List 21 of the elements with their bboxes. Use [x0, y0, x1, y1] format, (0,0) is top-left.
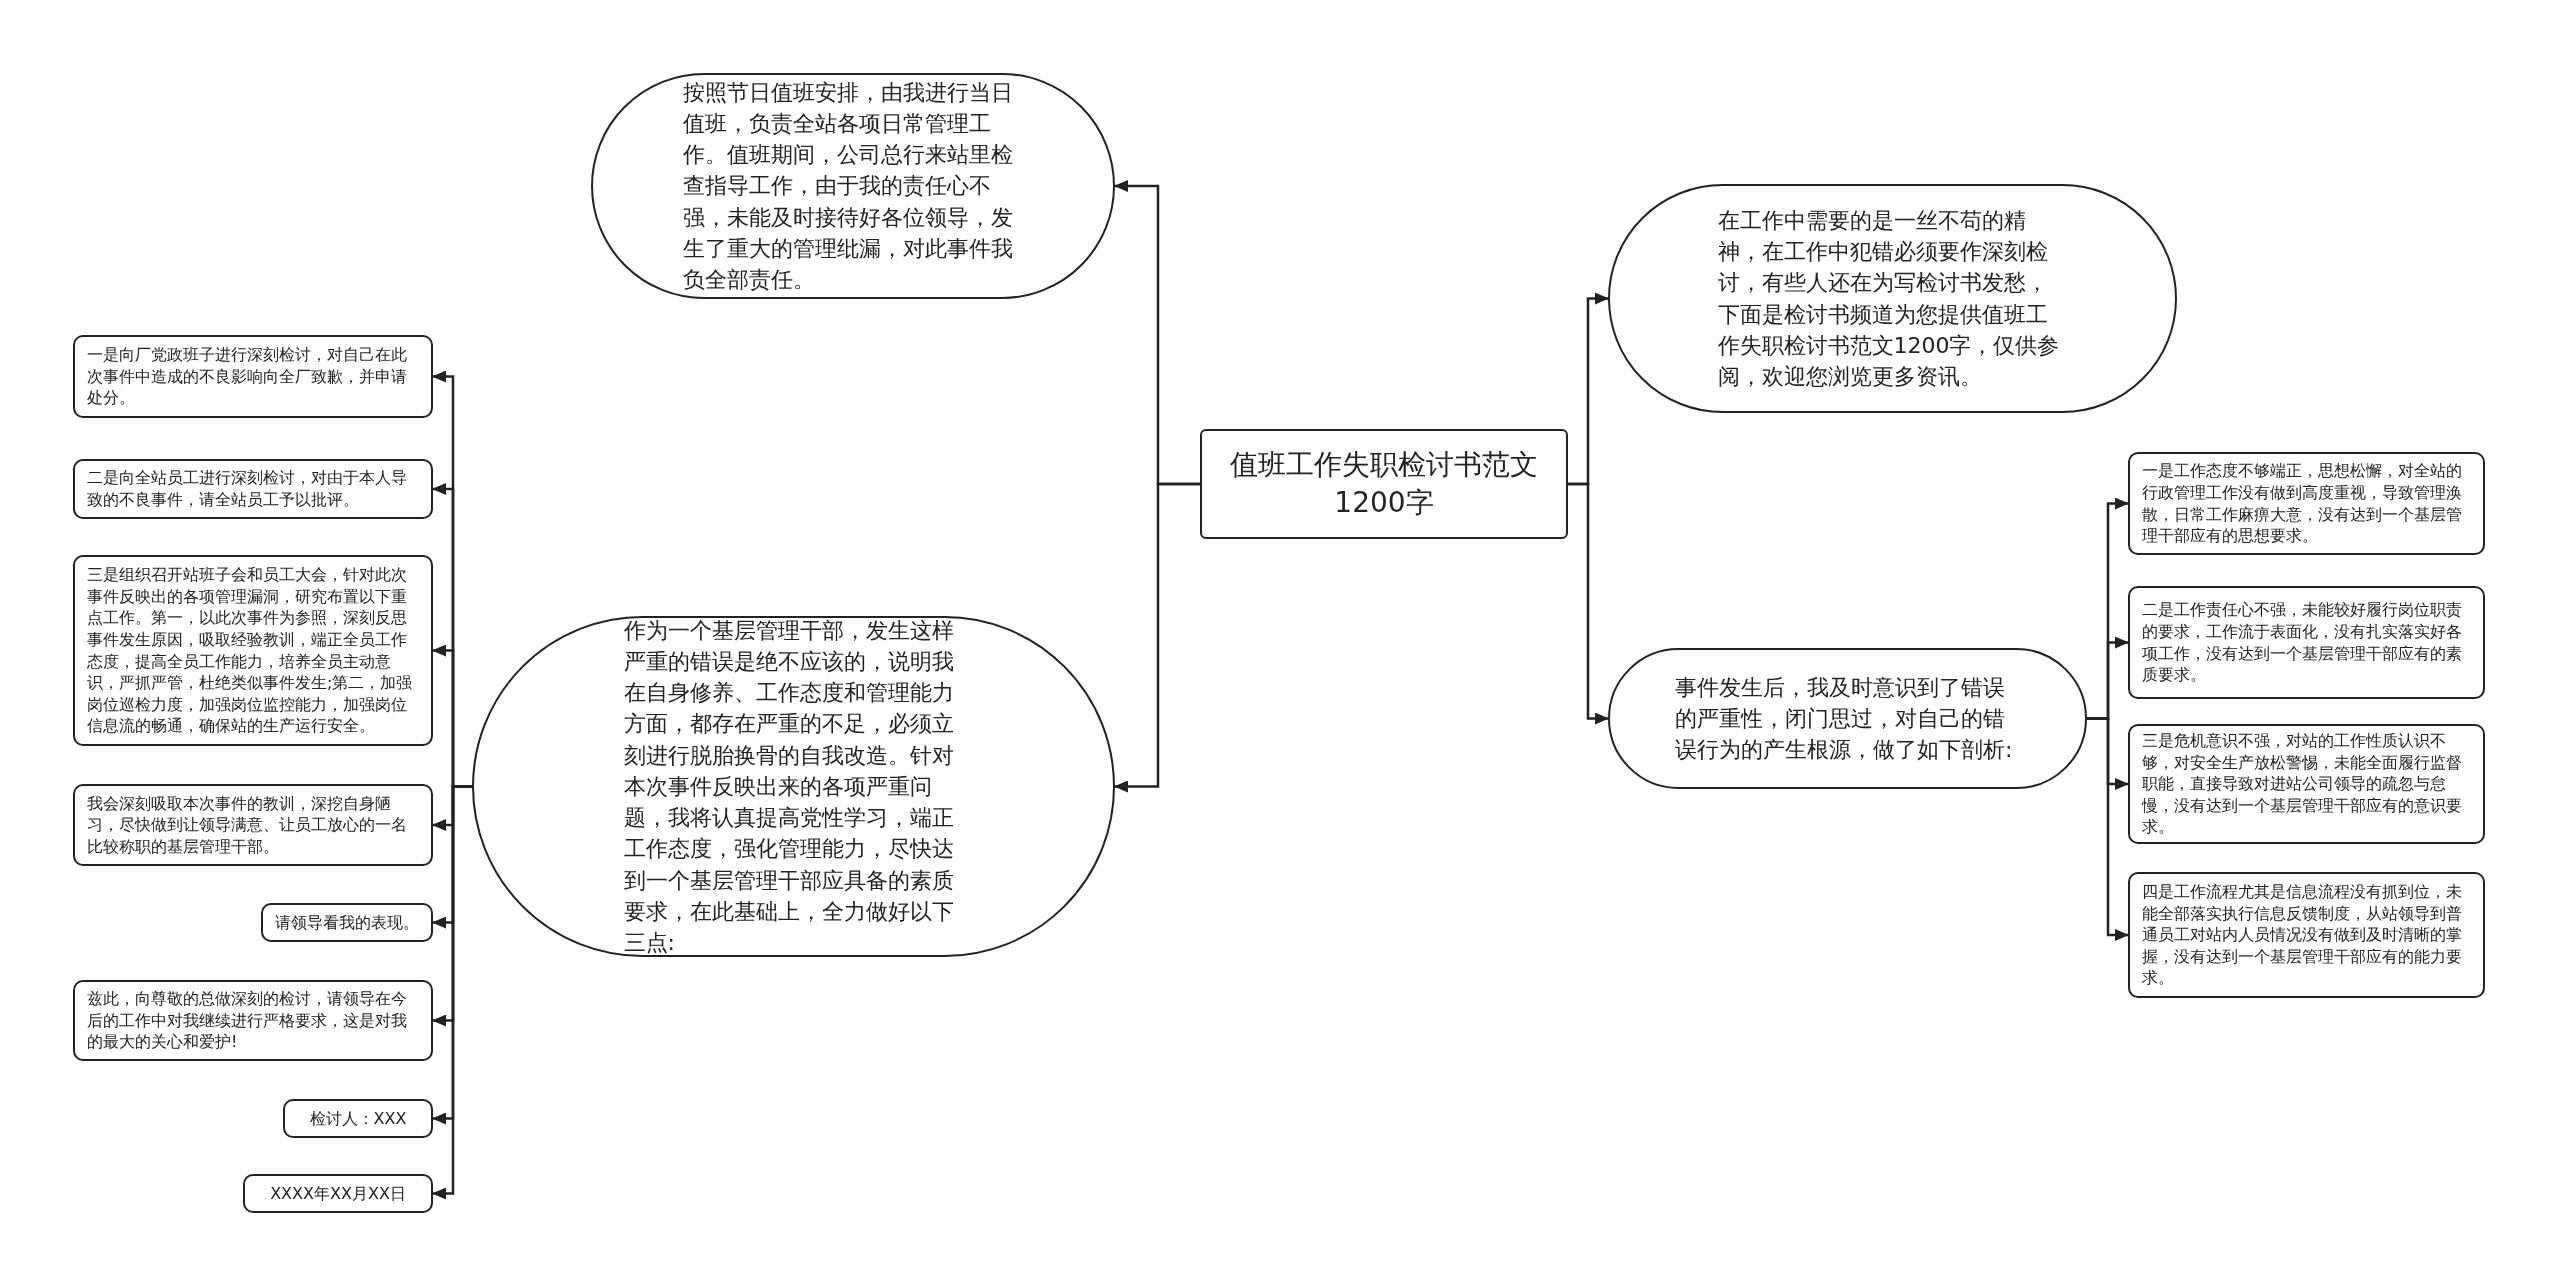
text-box: 二是向全站员工进行深刻检讨，对由于本人导致的不良事件，请全站员工予以批评。 — [73, 459, 433, 519]
arrow — [1568, 482, 1609, 725]
text-box: XXXX年XX月XX日 — [243, 1174, 433, 1213]
arrow — [1114, 482, 1200, 793]
text-box: 我会深刻吸取本次事件的教训，深挖自身陋习，尽快做到让领导满意、让员工放心的一名比较称职的基层管理干部。 — [73, 784, 433, 866]
text-box: 三是组织召开站班子会和员工大会，针对此次事件反映出的各项管理漏洞，研究布置以下重点工作。第一，以此次事件为参照，深刻反思事件发生原因，吸取经验教训，端正全员工作态度，提高全员工作能力，培养全员主动意识，严抓严管，杜绝类似事件发生;第二，加强岗位巡检力度，加强岗位监控能力，加强岗位信息流的畅通，确保站的生产运行安全。 — [73, 555, 433, 746]
content-bubble: 作为一个基层管理干部，发生这样严重的错误是绝不应该的，说明我在自身修养、工作态度和管理能力方面，都存在严重的不足，必须立刻进行脱胎换骨的自我改造。针对本次事件反映出来的各项严重问题，我将认真提高党性学习，端正工作态度，强化管理能力，尽快达到一个基层管理干部应具备的素质要求，在此基础上，全力做好以下三点: — [472, 616, 1115, 957]
content-bubble: 在工作中需要的是一丝不苟的精神，在工作中犯错必须要作深刻检讨，有些人还在为写检讨书发愁，下面是检讨书频道为您提供值班工作失职检讨书范文1200字，仅供参阅，欢迎您浏览更多资讯。 — [1608, 184, 2177, 413]
text-box: 一是向厂党政班子进行深刻检讨，对自己在此次事件中造成的不良影响向全厂致歉，并申请处分。 — [73, 335, 433, 418]
topic-box: 值班工作失职检讨书范文1200字 — [1200, 429, 1568, 539]
content-bubble: 事件发生后，我及时意识到了错误的严重性，闭门思过，对自己的错误行为的产生根源，做了如下剖析: — [1608, 648, 2087, 789]
text-box: 一是工作态度不够端正，思想松懈，对全站的行政管理工作没有做到高度重视，导致管理涣散，日常工作麻痹大意，没有达到一个基层管理干部应有的思想要求。 — [2128, 452, 2485, 555]
text-box: 二是工作责任心不强，未能较好履行岗位职责的要求，工作流于表面化，没有扎实落实好各项工作，没有达到一个基层管理干部应有的素质要求。 — [2128, 586, 2485, 699]
arrow — [432, 785, 472, 1200]
text-box: 四是工作流程尤其是信息流程没有抓到位，未能全部落实执行信息反馈制度，从站领导到普通员工对站内人员情况没有做到及时清晰的掌握，没有达到一个基层管理干部应有的能力要求。 — [2128, 872, 2485, 998]
content-bubble: 按照节日值班安排，由我进行当日值班，负责全站各项日常管理工作。值班期间，公司总行来站里检查指导工作，由于我的责任心不强，未能及时接待好各位领导，发生了重大的管理纰漏，对此事件我负全部责任。 — [591, 73, 1115, 299]
arrow — [2087, 717, 2129, 941]
text-box: 兹此，向尊敬的总做深刻的检讨，请领导在今后的工作中对我继续进行严格要求，这是对我的最大的关心和爱护! — [73, 980, 433, 1061]
text-box: 三是危机意识不强，对站的工作性质认识不够，对安全生产放松警惕，未能全面履行监督职能，直接导致对进站公司领导的疏忽与怠慢，没有达到一个基层管理干部应有的意识要求。 — [2128, 724, 2485, 844]
text-box: 检讨人：XXX — [283, 1099, 433, 1138]
text-box: 请领导看我的表现。 — [261, 903, 433, 942]
